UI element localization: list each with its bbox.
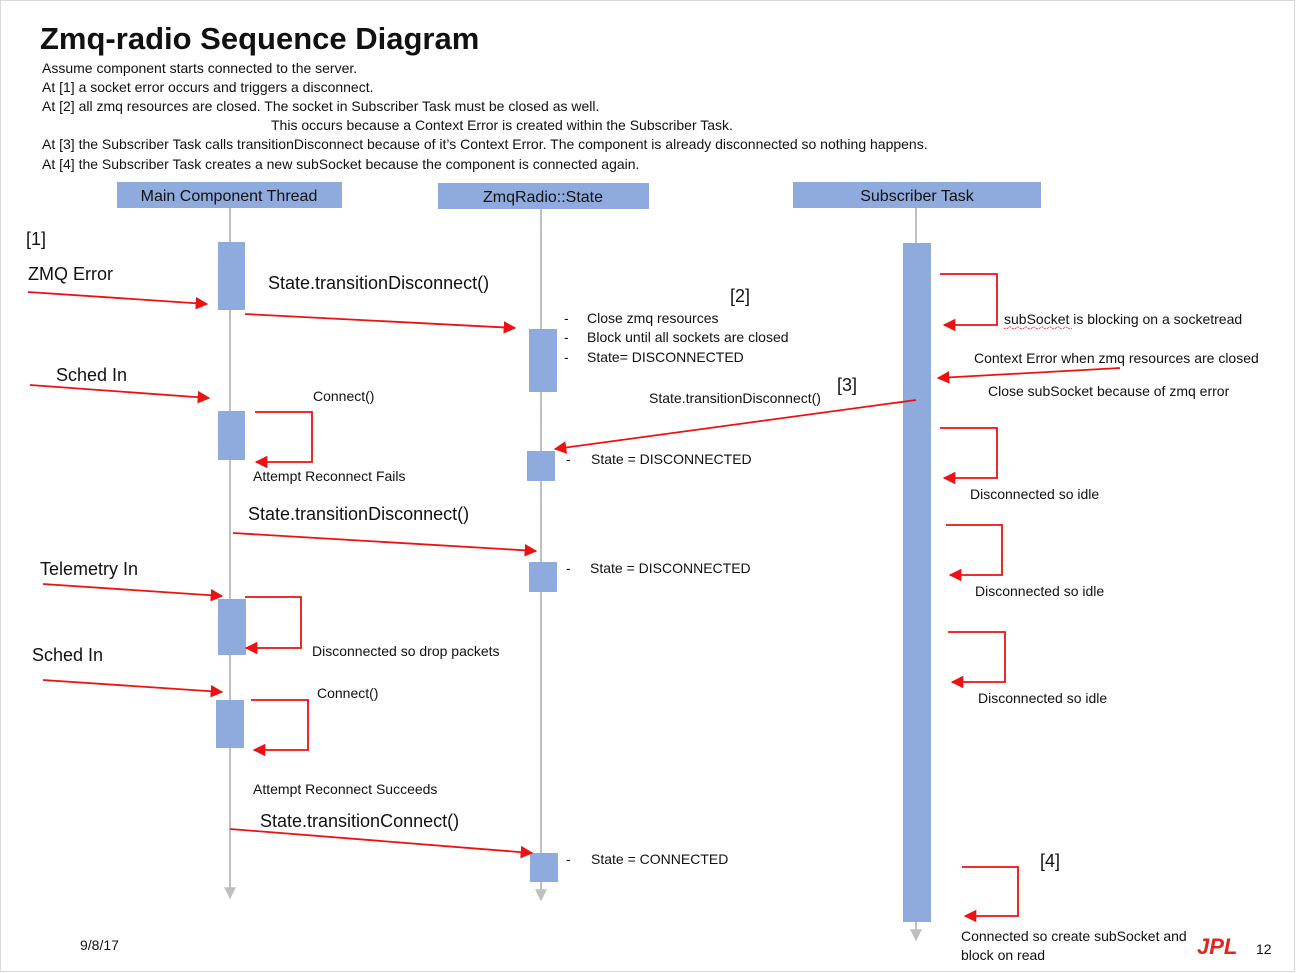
state-label: ZmqRadio::State [483, 189, 603, 206]
marker-1: [1] [26, 229, 46, 249]
dash-2: - [564, 329, 569, 345]
state-activation-3 [529, 562, 557, 592]
transition-disconnect-1-arrow [244, 313, 517, 334]
main-thread-label: Main Component Thread [141, 188, 318, 205]
sub-transition-disconnect-arrow [553, 399, 917, 454]
connect-1-loop [254, 411, 313, 469]
dash-6: - [566, 851, 571, 867]
idle-loop-1 [940, 427, 998, 485]
note-close-subsocket: Close subSocket because of zmq error [988, 383, 1230, 399]
subscriber-header [793, 182, 1041, 208]
note-state-disc-2: State = DISCONNECTED [591, 451, 752, 467]
idle-loop-3 [948, 631, 1006, 689]
sched-in-1-arrow [29, 384, 211, 404]
dash-4: - [566, 451, 571, 467]
marker-2: [2] [730, 286, 750, 306]
event-sched-in-2: Sched In [32, 645, 103, 665]
msg-sub-transition-disconnect: State.transitionDisconnect() [649, 390, 821, 406]
page-number: 12 [1256, 941, 1272, 957]
diagram-title: Zmq-radio Sequence Diagram [40, 21, 479, 56]
state-activation-1 [529, 329, 557, 392]
event-sched-in-1: Sched In [56, 365, 127, 385]
intro-line-6: At [4] the Subscriber Task creates a new… [42, 156, 639, 172]
transition-connect-arrow [229, 828, 534, 859]
main-activation-3 [218, 599, 246, 655]
note-state-disc-1: State= DISCONNECTED [587, 349, 744, 365]
intro-line-2: At [1] a socket error occurs and trigger… [42, 79, 374, 95]
dash-5: - [566, 560, 571, 576]
main-activation-1 [218, 242, 245, 310]
state-header [438, 183, 649, 209]
jpl-logo: JPL [1197, 934, 1237, 959]
note-state-disc-3: State = DISCONNECTED [590, 560, 751, 576]
event-zmq-error: ZMQ Error [28, 264, 113, 284]
note-idle-2: Disconnected so idle [975, 583, 1104, 599]
event-telemetry-in: Telemetry In [40, 559, 138, 579]
transition-disconnect-2-arrow [232, 532, 538, 557]
note-idle-3: Disconnected so idle [978, 690, 1107, 706]
note-idle-1: Disconnected so idle [970, 486, 1099, 502]
drop-packets-loop [244, 596, 302, 655]
msg-reconnect-succeeds: Attempt Reconnect Succeeds [253, 781, 437, 797]
dash-1: - [564, 310, 569, 326]
msg-connect-2: Connect() [317, 685, 378, 701]
note-context-error: Context Error when zmq resources are clo… [974, 350, 1259, 366]
connected-loop [962, 866, 1019, 923]
main-activation-4 [216, 700, 244, 748]
note-close-resources: Close zmq resources [587, 310, 719, 326]
idle-loop-2 [946, 524, 1003, 582]
connect-2-loop [251, 699, 309, 757]
spell-underline-1 [1003, 326, 1073, 330]
marker-3: [3] [837, 375, 857, 395]
telemetry-in-arrow [42, 583, 224, 602]
intro-line-5: At [3] the Subscriber Task calls transit… [42, 136, 928, 152]
intro-line-3: At [2] all zmq resources are closed. The… [42, 98, 599, 114]
subscriber-label: Subscriber Task [860, 188, 975, 205]
note-state-conn: State = CONNECTED [591, 851, 728, 867]
msg-transition-disconnect-2: State.transitionDisconnect() [248, 504, 469, 524]
main-activation-2 [218, 411, 245, 460]
note-connected-line2: block on read [961, 947, 1045, 963]
note-connected-line1: Connected so create subSocket and [961, 928, 1187, 944]
context-error-arrow [936, 367, 1121, 384]
dash-3: - [564, 349, 569, 365]
intro-line-1: Assume component starts connected to the… [42, 60, 357, 76]
msg-transition-disconnect-1: State.transitionDisconnect() [268, 273, 489, 293]
main-thread-header [117, 182, 342, 208]
zmq-error-arrow [27, 291, 209, 310]
msg-connect-1: Connect() [313, 388, 374, 404]
state-activation-4 [530, 853, 558, 882]
note-block-until: Block until all sockets are closed [587, 329, 789, 345]
footer-date: 9/8/17 [80, 937, 119, 953]
blocking-loop [940, 273, 998, 332]
marker-4: [4] [1040, 851, 1060, 871]
note-blocking: subSocket is blocking on a socketread [1004, 311, 1242, 327]
sched-in-2-arrow [42, 679, 224, 698]
msg-transition-connect: State.transitionConnect() [260, 811, 459, 831]
intro-line-4: This occurs because a Context Error is c… [271, 117, 733, 133]
subscriber-activation [903, 243, 931, 922]
msg-drop-packets: Disconnected so drop packets [312, 643, 500, 659]
state-activation-2 [527, 451, 555, 481]
msg-reconnect-fails: Attempt Reconnect Fails [253, 468, 406, 484]
